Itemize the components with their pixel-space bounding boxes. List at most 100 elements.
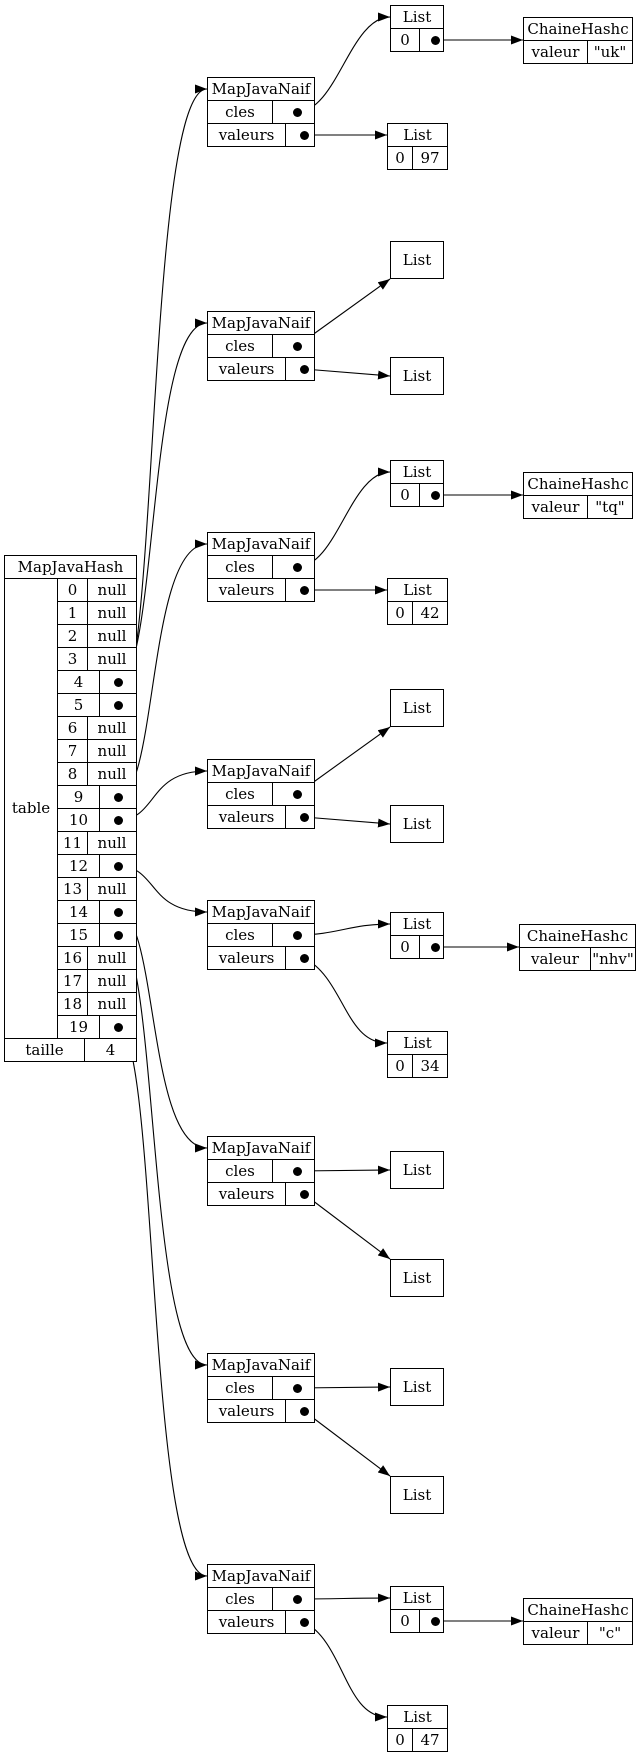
hash-size-value: 4 bbox=[84, 1038, 137, 1062]
values-list-empty: List bbox=[390, 805, 444, 843]
chaine-hash-field: valeur bbox=[523, 1621, 588, 1645]
naif-values-dot bbox=[299, 953, 309, 963]
naif-keys-label: cles bbox=[207, 100, 273, 124]
hash-slot-null: null bbox=[87, 578, 137, 602]
naif-map-title: MapJavaNaif bbox=[207, 1136, 315, 1160]
hash-slot-index: 14 bbox=[57, 900, 100, 924]
values-to-list-arrow bbox=[303, 816, 391, 828]
values-list-index: 0 bbox=[387, 601, 413, 625]
keys-list-index: 0 bbox=[390, 28, 420, 52]
keys-list-title: List bbox=[390, 5, 444, 29]
chaine-hash-title: ChaineHashc bbox=[523, 472, 633, 496]
values-to-list-arrow bbox=[303, 368, 391, 380]
naif-keys-dot bbox=[292, 930, 302, 940]
naif-values-label: valeurs bbox=[207, 123, 286, 147]
chaine-hash-value: "nhv" bbox=[590, 947, 636, 971]
values-list-empty: List bbox=[390, 357, 444, 395]
hash-slot-pointer-dot bbox=[113, 700, 123, 710]
keys-list-empty: List bbox=[390, 689, 444, 727]
naif-values-label: valeurs bbox=[207, 1399, 286, 1423]
chaine-hash-value: "c" bbox=[587, 1621, 633, 1645]
hash-slot-index: 1 bbox=[57, 601, 88, 625]
hash-slot-null: null bbox=[87, 877, 137, 901]
values-list-value: 47 bbox=[412, 1728, 448, 1752]
naif-keys-dot bbox=[292, 789, 302, 799]
naif-values-dot bbox=[299, 1189, 309, 1199]
naif-keys-label: cles bbox=[207, 334, 273, 358]
hash-slot-index: 8 bbox=[57, 762, 88, 786]
hash-slot-null: null bbox=[87, 762, 137, 786]
values-list-value: 42 bbox=[412, 601, 448, 625]
keys-list-title: List bbox=[390, 1586, 444, 1610]
chaine-hash-field: valeur bbox=[519, 947, 591, 971]
hash-slot-index: 11 bbox=[57, 831, 88, 855]
hash-slot-index: 6 bbox=[57, 716, 88, 740]
naif-values-label: valeurs bbox=[207, 357, 286, 381]
hash-slot-null: null bbox=[87, 992, 137, 1016]
keys-list-empty: List bbox=[390, 241, 444, 279]
naif-values-dot bbox=[299, 364, 309, 374]
hash-slot-index: 15 bbox=[57, 923, 100, 947]
naif-keys-label: cles bbox=[207, 782, 273, 806]
hash-slot-index: 3 bbox=[57, 647, 88, 671]
hash-slot-index: 5 bbox=[57, 693, 100, 717]
hash-slot-null: null bbox=[87, 946, 137, 970]
naif-values-dot bbox=[299, 130, 309, 140]
naif-keys-label: cles bbox=[207, 1587, 273, 1611]
naif-keys-dot bbox=[292, 562, 302, 572]
naif-keys-label: cles bbox=[207, 1159, 273, 1183]
naif-keys-dot bbox=[292, 341, 302, 351]
naif-values-label: valeurs bbox=[207, 578, 286, 602]
values-list-value: 34 bbox=[412, 1054, 448, 1078]
values-list-title: List bbox=[387, 1705, 448, 1729]
hash-slot-pointer-dot bbox=[113, 815, 123, 825]
naif-map-title: MapJavaNaif bbox=[207, 1353, 315, 1377]
hash-slot-null: null bbox=[87, 647, 137, 671]
hash-slot-index: 9 bbox=[57, 785, 100, 809]
naif-map-title: MapJavaNaif bbox=[207, 532, 315, 556]
chaine-hash-title: ChaineHashc bbox=[519, 924, 636, 948]
keys-list-dot bbox=[430, 1616, 440, 1626]
naif-map-title: MapJavaNaif bbox=[207, 759, 315, 783]
hash-size-label: taille bbox=[4, 1038, 85, 1062]
keys-list-dot bbox=[430, 35, 440, 45]
hash-slot-index: 19 bbox=[57, 1015, 100, 1039]
values-list-index: 0 bbox=[387, 1728, 413, 1752]
naif-values-dot bbox=[299, 1406, 309, 1416]
naif-keys-label: cles bbox=[207, 1376, 273, 1400]
keys-list-title: List bbox=[390, 912, 444, 936]
hash-slot-null: null bbox=[87, 831, 137, 855]
naif-values-label: valeurs bbox=[207, 946, 286, 970]
hash-slot-null: null bbox=[87, 969, 137, 993]
naif-keys-dot bbox=[292, 107, 302, 117]
naif-keys-label: cles bbox=[207, 555, 273, 579]
values-list-index: 0 bbox=[387, 1054, 413, 1078]
hash-slot-pointer-dot bbox=[113, 907, 123, 917]
hash-slot-pointer-dot bbox=[113, 1022, 123, 1032]
naif-values-pointer bbox=[285, 1182, 315, 1206]
values-to-list-arrow bbox=[303, 1193, 391, 1260]
naif-values-label: valeurs bbox=[207, 1182, 286, 1206]
keys-list-index: 0 bbox=[390, 1609, 420, 1633]
hash-slot-null: null bbox=[87, 739, 137, 763]
hash-slot-pointer-dot bbox=[113, 677, 123, 687]
values-list-empty: List bbox=[390, 1259, 444, 1297]
chaine-hash-value: "uk" bbox=[587, 40, 633, 64]
naif-values-dot bbox=[299, 812, 309, 822]
values-list-title: List bbox=[387, 578, 448, 602]
hash-slot-index: 12 bbox=[57, 854, 100, 878]
naif-keys-dot bbox=[292, 1166, 302, 1176]
values-list-value: 97 bbox=[412, 146, 448, 170]
hash-slot-index: 16 bbox=[57, 946, 88, 970]
naif-map-title: MapJavaNaif bbox=[207, 311, 315, 335]
naif-keys-label: cles bbox=[207, 923, 273, 947]
hash-slot-pointer-dot bbox=[113, 861, 123, 871]
naif-values-label: valeurs bbox=[207, 1610, 286, 1634]
keys-list-dot bbox=[430, 942, 440, 952]
hash-title: MapJavaHash bbox=[4, 555, 137, 579]
naif-map-title: MapJavaNaif bbox=[207, 900, 315, 924]
chaine-hash-field: valeur bbox=[523, 40, 588, 64]
values-to-list-arrow bbox=[303, 1621, 388, 1722]
hash-slot-pointer-dot bbox=[113, 930, 123, 940]
hash-slot-index: 10 bbox=[57, 808, 100, 832]
